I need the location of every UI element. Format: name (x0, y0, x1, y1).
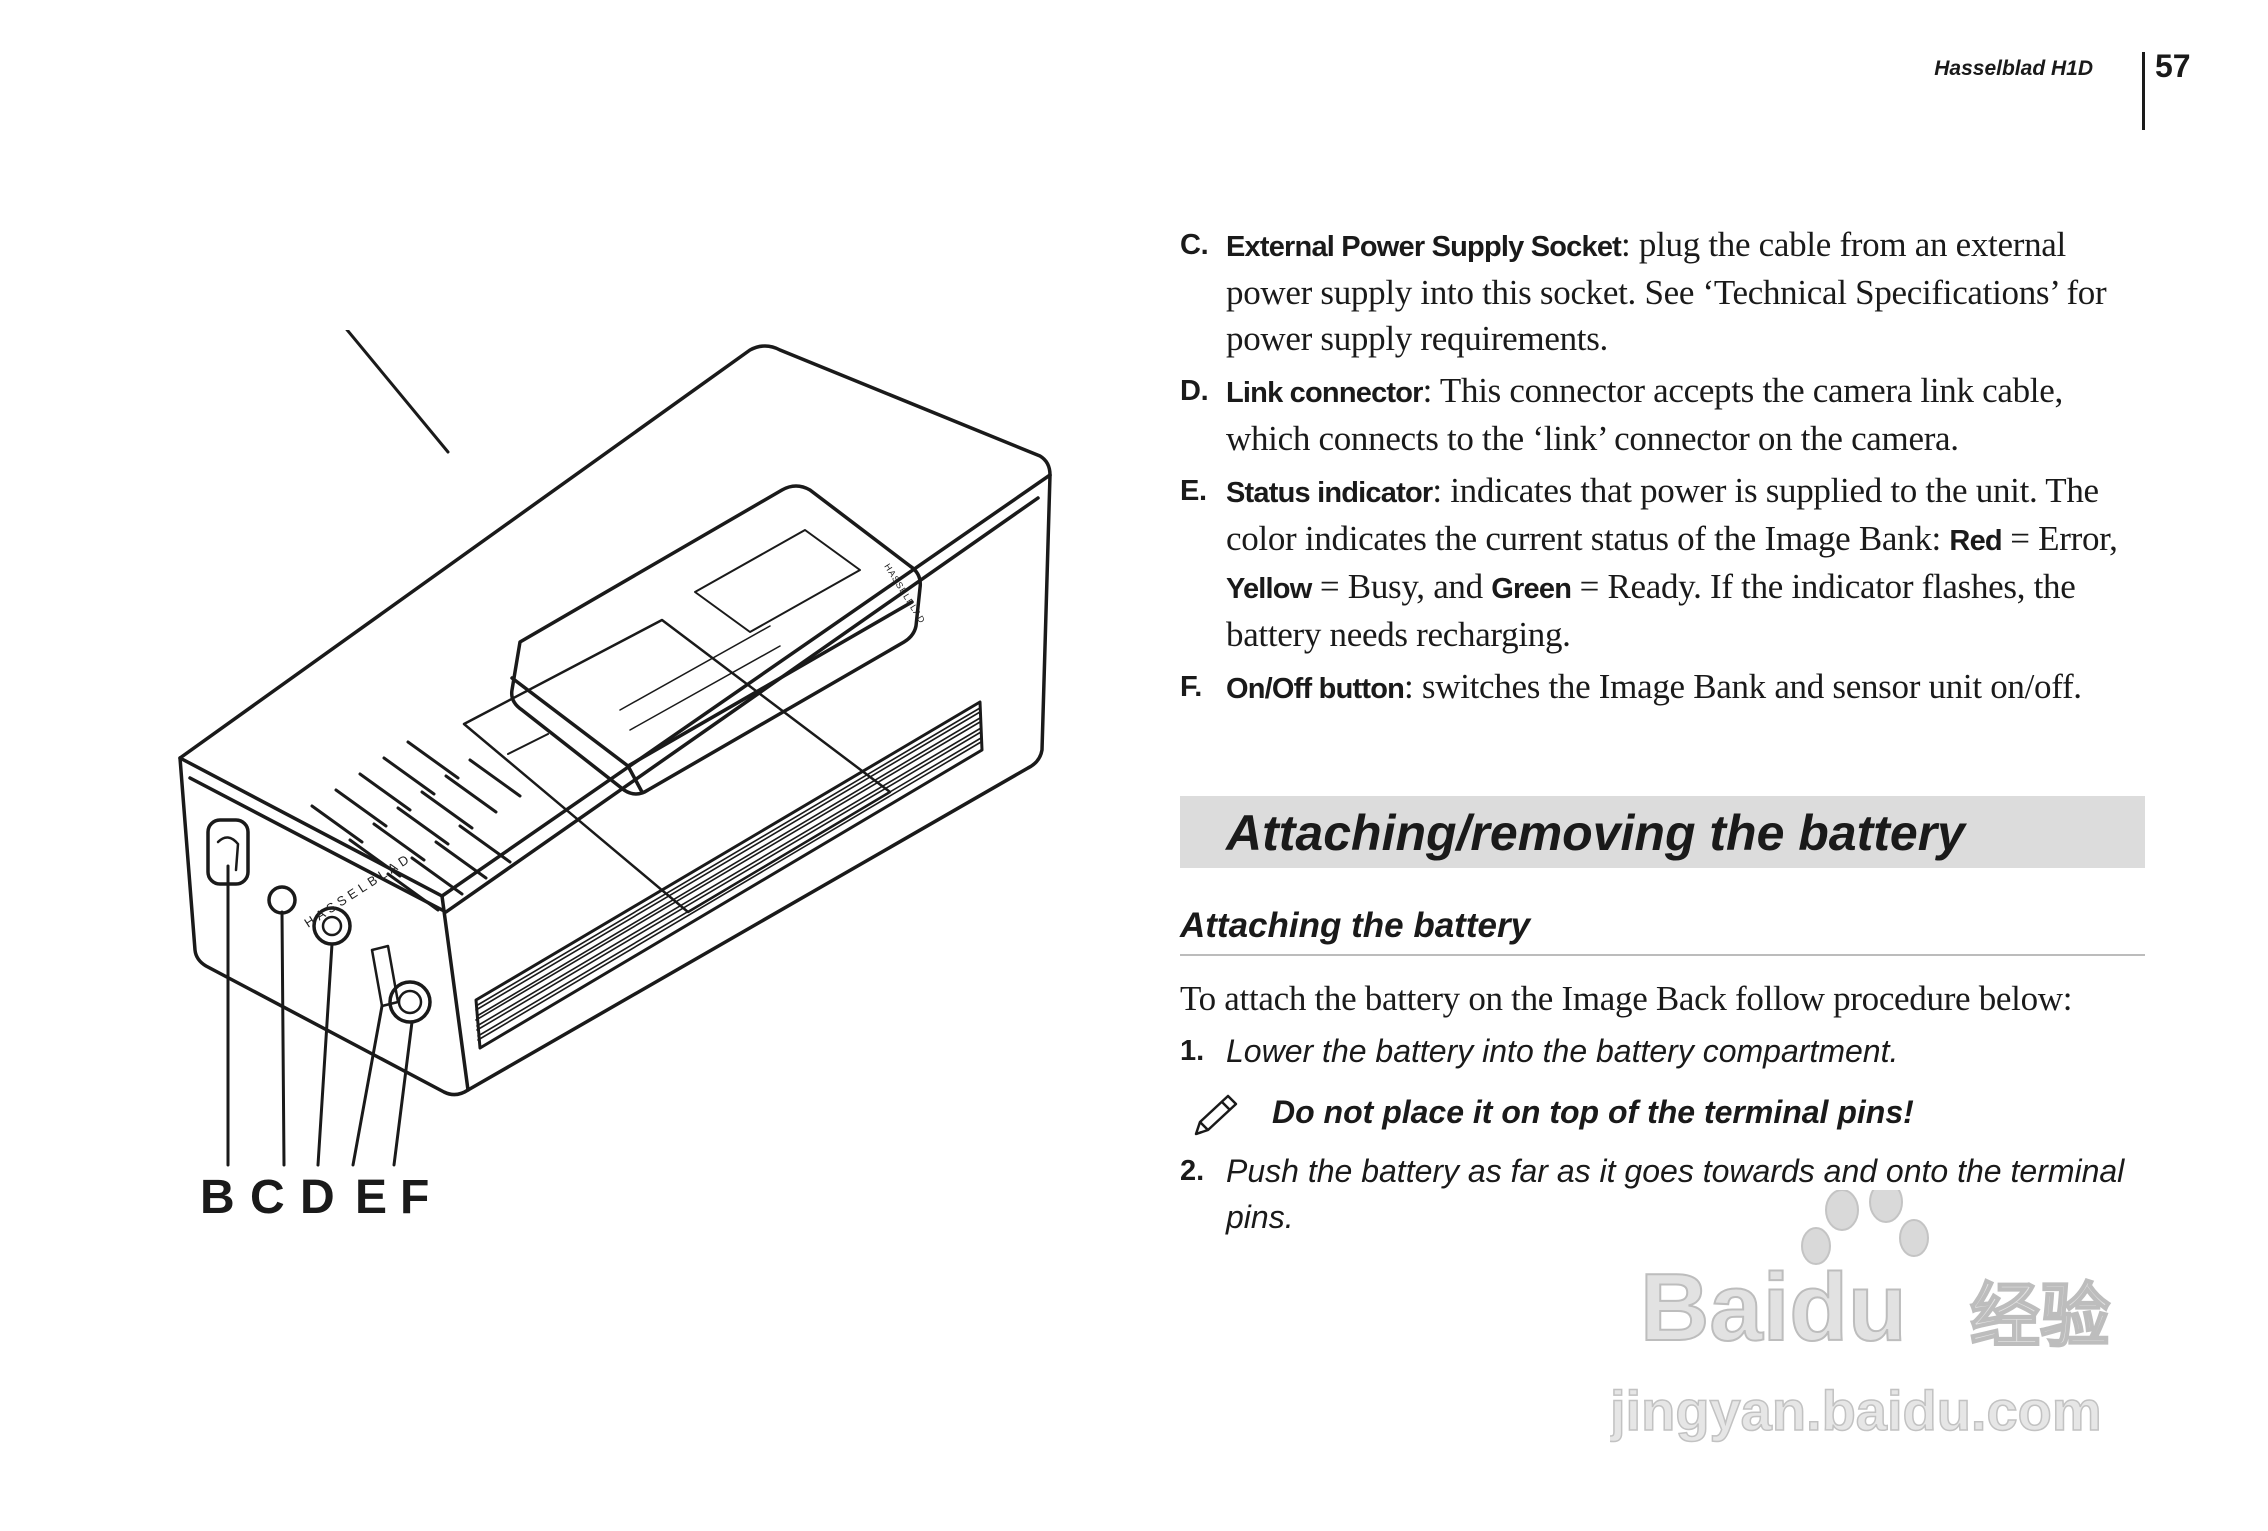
definition-item: F. On/Off button: switches the Image Bank… (1180, 664, 2145, 712)
subsection-title: Attaching the battery (1180, 906, 2145, 956)
battery-outline (509, 484, 923, 796)
step-marker: 1. (1180, 1035, 1205, 1067)
definition-item: D. Link connector: This connector accepts… (1180, 368, 2145, 462)
device-lettering: HASSELBLAD (301, 850, 414, 931)
item-text: : This connector accepts the camera link… (1226, 371, 2063, 458)
item-text: = Ready. If the indicator flashes, the b… (1226, 567, 2076, 654)
note-text: Do not place it on top of the terminal p… (1272, 1094, 1914, 1130)
callout-d: D (300, 1171, 335, 1224)
item-text: = Busy, and (1311, 567, 1492, 606)
callout-leaders (226, 283, 450, 1167)
pencil-icon (1194, 1094, 1238, 1136)
callout-f: F (400, 1171, 429, 1224)
side-vent-panel (474, 700, 984, 1050)
watermark-chinese: 经验 (1970, 1275, 2110, 1357)
procedure-step: 1. Lower the battery into the battery com… (1180, 1028, 2191, 1074)
vent-slots (310, 740, 522, 912)
note-callout: Do not place it on top of the terminal p… (1180, 1090, 2145, 1140)
baidu-watermark: Baidu 经验 jingyan.baidu.com (1610, 1190, 2111, 1443)
image-bank-drawing: HASSELBLAD HASSELBLAD A B C D E F (178, 226, 1052, 1224)
definitions-list: C. External Power Supply Socket: plug the… (1180, 222, 2145, 718)
status-yellow-label: Yellow (1226, 573, 1312, 605)
item-text: : switches the Image Bank and sensor uni… (1404, 667, 2082, 706)
callout-c: C (250, 1171, 285, 1224)
step-text: Push the battery as far as it goes towar… (1226, 1153, 2125, 1235)
item-term: External Power Supply Socket (1226, 231, 1622, 263)
on-off-button (388, 980, 432, 1024)
status-red-label: Red (1949, 525, 2002, 557)
watermark-brand: Baidu (1640, 1254, 1907, 1361)
link-connector-port (267, 885, 297, 915)
image-bank-figure: HASSELBLAD HASSELBLAD A B C D E F (150, 226, 1070, 1280)
item-text: : indicates that power is supplied to th… (1226, 471, 2099, 558)
item-marker: E. (1180, 475, 1207, 507)
callout-b: B (200, 1171, 235, 1224)
step-text: Lower the battery into the battery compa… (1226, 1033, 1899, 1069)
section-title: Attaching/removing the battery (1226, 805, 1965, 861)
header-divider (2142, 52, 2145, 130)
procedure-intro: To attach the battery on the Image Back … (1180, 979, 2073, 1018)
definition-item: C. External Power Supply Socket: plug the… (1180, 222, 2145, 362)
item-text: : plug the cable from an external power … (1226, 225, 2107, 358)
item-term: On/Off button (1226, 673, 1405, 705)
callout-e: E (355, 1171, 387, 1224)
device-body-outline (178, 344, 1052, 1097)
status-green-label: Green (1491, 573, 1572, 605)
item-term: Status indicator (1226, 477, 1433, 509)
watermark-url: jingyan.baidu.com (1610, 1379, 2102, 1442)
item-marker: C. (1180, 229, 1209, 261)
running-title: Hasselblad H1D (1934, 57, 2093, 80)
item-term: Link connector (1226, 377, 1423, 409)
item-marker: D. (1180, 375, 1209, 407)
item-text: = Error, (2001, 519, 2118, 558)
page-number: 57 (2155, 48, 2191, 84)
procedure-step: 2. Push the battery as far as it goes tow… (1180, 1148, 2191, 1240)
definition-item: E. Status indicator: indicates that power… (1180, 468, 2145, 658)
step-marker: 2. (1180, 1155, 1205, 1187)
section-heading-bar: Attaching/removing the battery (1180, 796, 2145, 868)
item-marker: F. (1180, 671, 1202, 703)
